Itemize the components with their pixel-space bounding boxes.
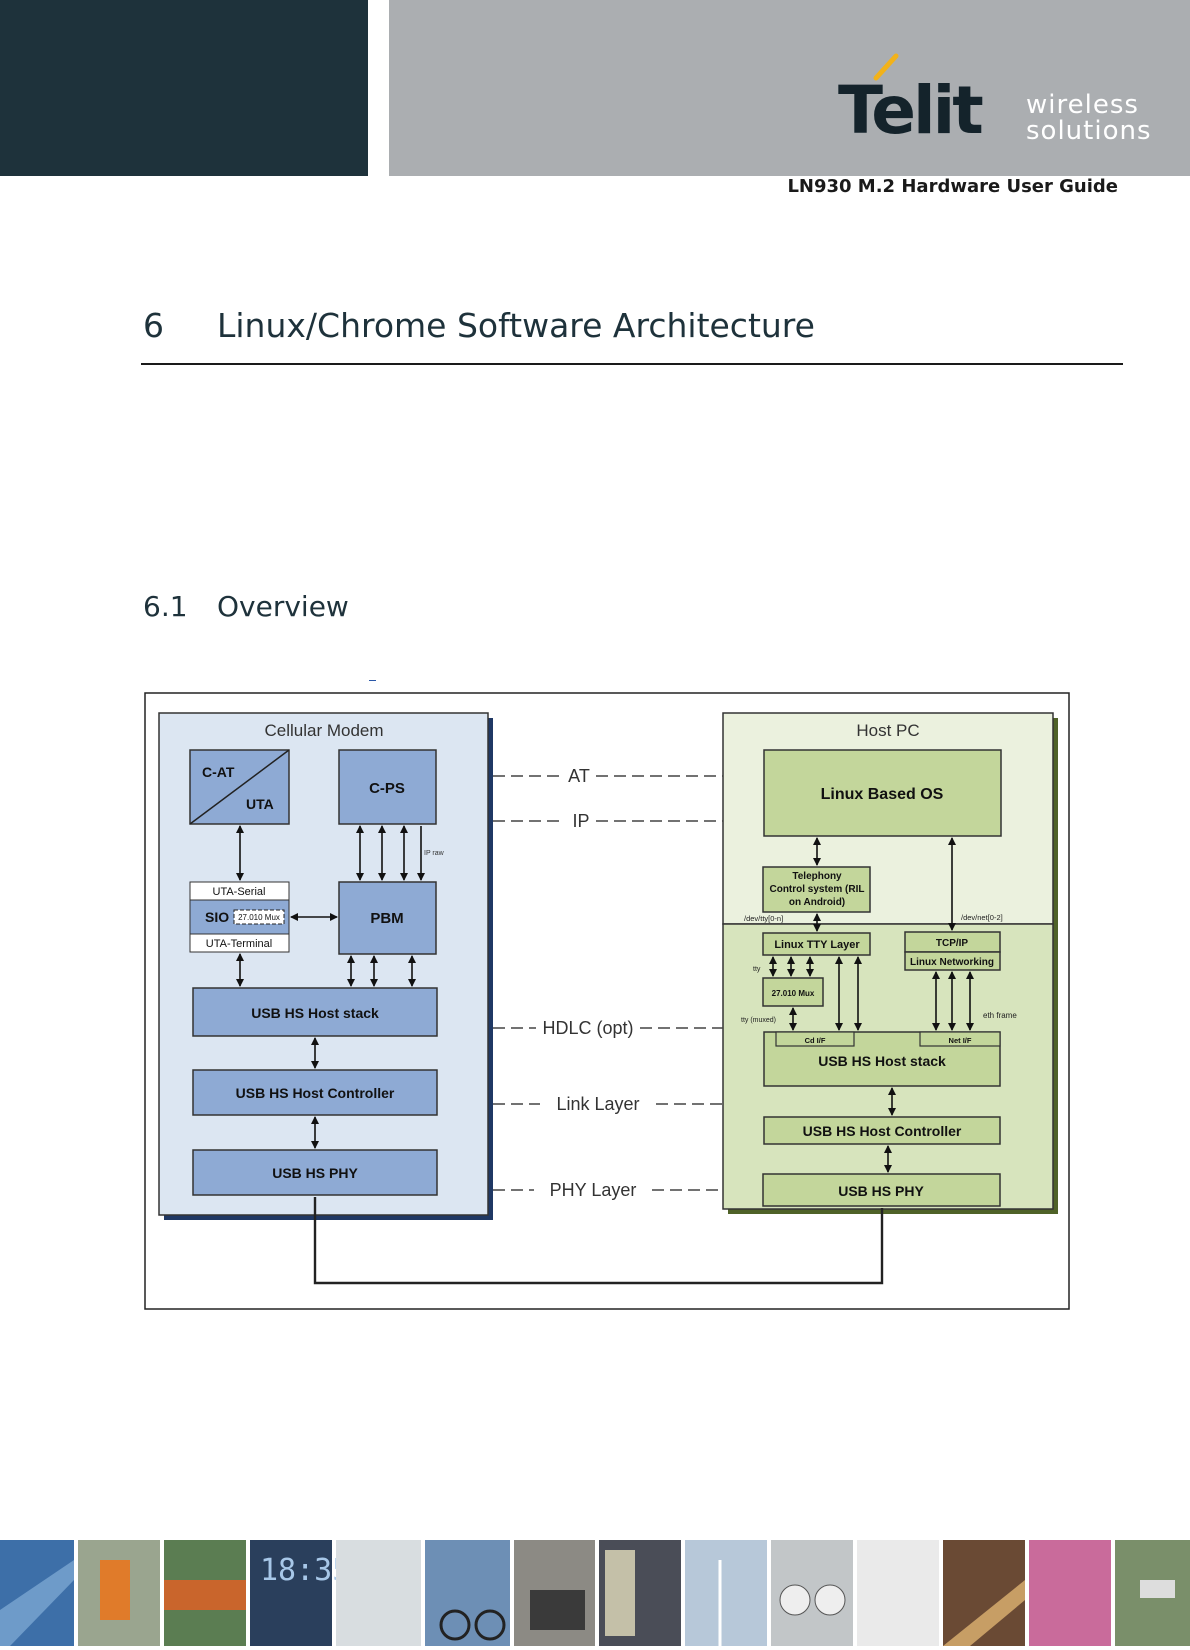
host-host-controller-box (763, 1116, 1001, 1145)
footer-photos: 18:35 (0, 1540, 1190, 1646)
modem-host-stack-box (192, 987, 438, 1037)
linux-os-label: Linux Based OS (821, 786, 944, 803)
cat-uta-divider (189, 749, 290, 825)
uta-terminal-label: UTA-Terminal (206, 938, 272, 950)
host-mux-label: 27.010 Mux (772, 989, 815, 998)
telephony-box (762, 866, 871, 913)
link-fragment[interactable] (369, 680, 376, 681)
section-title: Linux/Chrome Software Architecture (217, 306, 815, 345)
subsection-title: Overview (217, 590, 349, 623)
tcpip-label: TCP/IP (936, 938, 969, 949)
phy-layer-label: PHY Layer (550, 1180, 637, 1200)
cps-box (338, 749, 437, 825)
telit-logo: Telit wireless solutions (838, 52, 1158, 152)
modem-host-stack-label: USB HS Host stack (251, 1005, 379, 1021)
tty-label: tty (753, 966, 761, 973)
cd-if-box (775, 1031, 855, 1047)
telephony-line2: Control system (RIL (769, 884, 864, 895)
tty-layer-label: Linux TTY Layer (774, 939, 860, 951)
sio-mux-label: 27.010 Mux (238, 913, 280, 922)
net-if-box (919, 1031, 1001, 1047)
photo-wind-turbines (685, 1540, 767, 1646)
photo-keyboard (336, 1540, 421, 1646)
cat-label: C-AT (202, 764, 235, 780)
modem-phy-box (192, 1149, 438, 1196)
photo-pink-containers (1029, 1540, 1111, 1646)
modem-host-controller-label: USB HS Host Controller (236, 1085, 395, 1101)
tagline-line1: wireless (1026, 90, 1139, 120)
net-if-label: Net I/F (949, 1036, 972, 1045)
at-label: AT (568, 766, 590, 786)
sio-label: SIO (205, 909, 229, 925)
svg-text:18:35: 18:35 (260, 1553, 350, 1588)
eth-frame-label: eth frame (983, 1011, 1017, 1020)
tty-layer-box (762, 932, 871, 956)
photo-fence (857, 1540, 939, 1646)
tty-muxed-label: tty (muxed) (741, 1017, 776, 1024)
dev-net-label: /dev/net[0-2] (961, 913, 1003, 922)
pbm-label: PBM (370, 910, 403, 927)
header-dark-panel (0, 0, 368, 176)
cps-label: C-PS (369, 780, 405, 797)
subsection-heading: 6.1 Overview (143, 590, 349, 623)
host-phy-box (762, 1173, 1001, 1207)
guide-title: LN930 M.2 Hardware User Guide (787, 176, 1118, 197)
telephony-line3: on Android) (789, 897, 845, 908)
logo-accent-icon (873, 53, 899, 81)
section-heading: 6 Linux/Chrome Software Architecture (143, 306, 815, 345)
dev-tty-label: /dev/tty[0-n] (744, 914, 783, 923)
architecture-diagram: Cellular Modem C-AT UTA C-PS UTA-Serial … (144, 692, 1070, 1310)
link-layer-label: Link Layer (556, 1094, 639, 1114)
host-host-stack-label: USB HS Host stack (818, 1053, 946, 1069)
ipraw-label: IP raw (424, 850, 445, 857)
telephony-line1: Telephony (792, 871, 842, 882)
host-host-controller-label: USB HS Host Controller (803, 1123, 962, 1139)
usb-cable-line (313, 1197, 884, 1285)
host-title: Host PC (856, 721, 919, 740)
sio-mux-box (233, 909, 285, 925)
linux-networking-label: Linux Networking (910, 957, 994, 968)
architecture-figure: Cellular Modem C-AT UTA C-PS UTA-Serial … (144, 692, 1070, 1310)
header-grey-panel (389, 0, 1190, 176)
photo-clock-display (250, 1540, 332, 1646)
host-mux-box (762, 977, 824, 1007)
heading-rule (141, 363, 1123, 365)
modem-phy-label: USB HS PHY (272, 1165, 358, 1181)
logo-brand: Telit (838, 72, 984, 149)
pbm-box (338, 881, 437, 955)
host-phy-label: USB HS PHY (838, 1183, 924, 1199)
subsection-number: 6.1 (143, 590, 188, 623)
cd-if-label: Cd I/F (805, 1036, 826, 1045)
logo-tagline: wireless solutions (1026, 92, 1152, 144)
uta-terminal-box (189, 933, 290, 953)
modem-title: Cellular Modem (264, 721, 383, 740)
footer-photo-strip: 18:35 (0, 1540, 1190, 1646)
uta-label: UTA (246, 796, 274, 812)
linux-os-box (763, 749, 1002, 837)
section-number: 6 (143, 306, 164, 345)
hdlc-label: HDLC (opt) (542, 1018, 633, 1038)
tagline-line2: solutions (1026, 116, 1152, 146)
linux-networking-box (904, 951, 1001, 971)
modem-host-controller-box (192, 1069, 438, 1116)
uta-serial-label: UTA-Serial (213, 886, 266, 898)
ip-label: IP (572, 811, 589, 831)
